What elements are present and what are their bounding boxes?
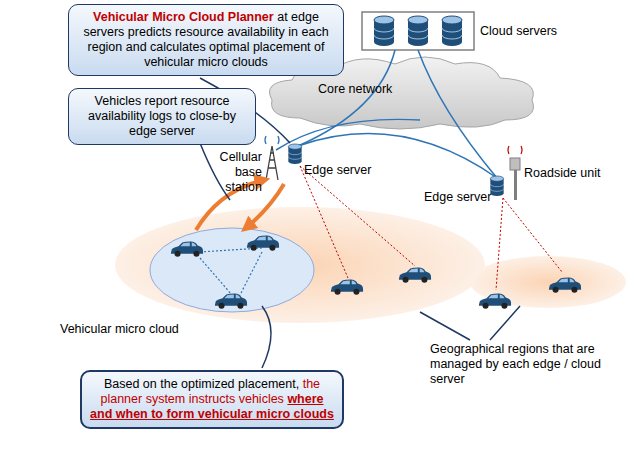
callout-box: Vehicles report resource availability lo… bbox=[68, 88, 256, 145]
callout-text: Based on the optimized placement, bbox=[104, 377, 299, 391]
label: Geographical regions that are managed by… bbox=[430, 342, 626, 387]
cloud-server-box bbox=[362, 12, 474, 50]
region bbox=[115, 207, 485, 323]
label: Cloud servers bbox=[480, 24, 557, 39]
micro-cloud-area bbox=[150, 228, 314, 312]
v2i-links bbox=[300, 166, 562, 290]
callout-text: Vehicular Micro Cloud Planner bbox=[93, 10, 274, 24]
region bbox=[470, 256, 626, 308]
label: Roadside unit bbox=[524, 166, 600, 181]
roadside-unit bbox=[508, 146, 522, 200]
label: Vehicular micro cloud bbox=[60, 322, 179, 337]
edge-server bbox=[490, 176, 503, 196]
label: Edge server bbox=[304, 163, 371, 178]
base-station bbox=[265, 136, 279, 180]
label: Edge server bbox=[424, 190, 491, 205]
label: Core network bbox=[318, 82, 392, 97]
callout-box: Based on the optimized placement,the pla… bbox=[80, 370, 344, 429]
edge-server bbox=[288, 144, 301, 164]
label: Cellular base station bbox=[196, 150, 262, 195]
callout-text: Vehicles report resource availability lo… bbox=[88, 94, 236, 138]
callout-box: Vehicular Micro Cloud Plannerat edge ser… bbox=[68, 4, 344, 76]
